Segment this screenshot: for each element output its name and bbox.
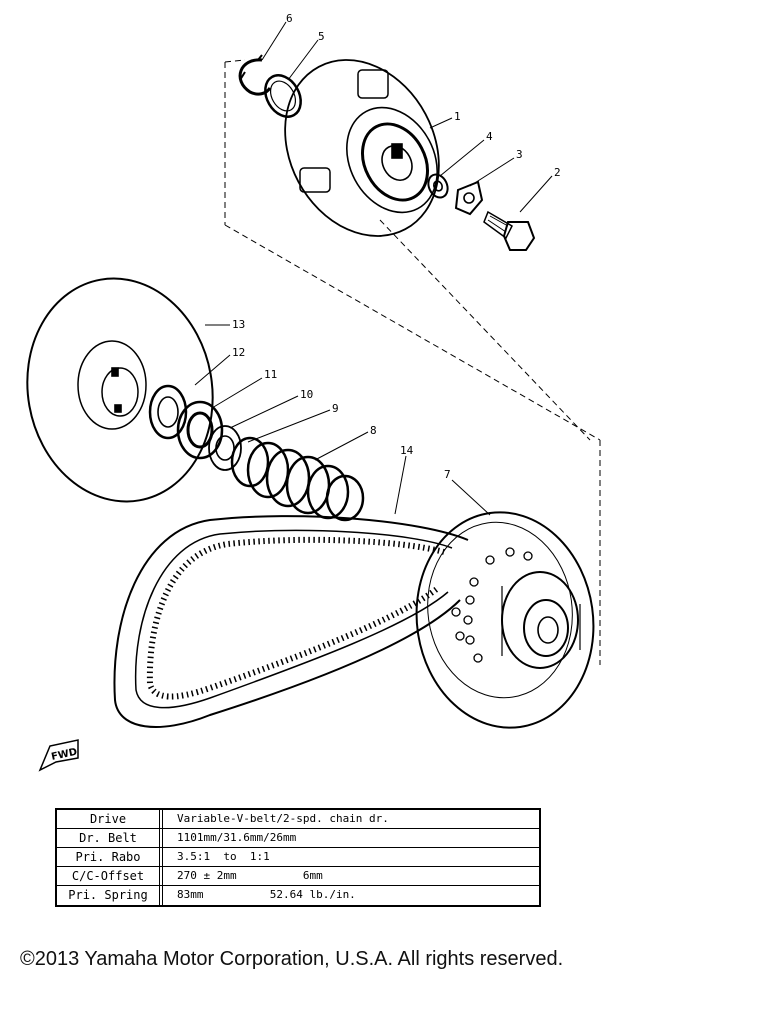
specification-table: Drive Variable-V-belt/2-spd. chain dr. D… <box>55 808 541 907</box>
callout-14: 14 <box>400 444 414 457</box>
callout-8: 8 <box>370 424 377 437</box>
callout-4: 4 <box>486 130 493 143</box>
part-1-weight-housing <box>284 59 440 237</box>
part-13-sliding-sheave <box>26 277 214 503</box>
callout-1: 1 <box>454 110 461 123</box>
callout-labels: 6 5 1 4 3 2 13 12 11 10 9 8 14 7 FWD <box>50 12 560 763</box>
table-row: C/C-Offset 270 ± 2mm 6mm <box>57 867 539 886</box>
spec-label: Pri. Rabo <box>57 848 163 866</box>
callout-5: 5 <box>318 30 325 43</box>
copyright-notice: ©2013 Yamaha Motor Corporation, U.S.A. A… <box>20 948 564 970</box>
spec-label: Dr. Belt <box>57 829 163 847</box>
spec-value: 3.5:1 to 1:1 <box>177 850 270 863</box>
callout-13: 13 <box>232 318 245 331</box>
part-2-bolt <box>483 210 536 251</box>
spec-value: 1101mm/31.6mm/26mm <box>177 831 297 844</box>
exploded-parts-diagram: 6 5 1 4 3 2 13 12 11 10 9 8 14 7 FWD <box>26 12 601 772</box>
forward-arrow-icon <box>38 739 79 772</box>
table-row: Pri. Spring 83mm 52.64 lb./in. <box>57 886 539 905</box>
part-5-snap-ring <box>264 74 302 118</box>
forward-label: FWD <box>50 747 78 763</box>
callout-3: 3 <box>516 148 523 161</box>
part-12-bushing <box>148 384 188 440</box>
part-7-secondary-sheave <box>415 511 595 729</box>
spec-label: C/C-Offset <box>57 867 163 885</box>
part-4-washer <box>427 173 449 199</box>
assembly-guide-lines <box>224 59 601 665</box>
table-row: Pri. Rabo 3.5:1 to 1:1 <box>57 848 539 867</box>
part-14-v-belt <box>113 515 469 728</box>
spec-value: Variable-V-belt/2-spd. chain dr. <box>177 812 389 825</box>
spec-label: Pri. Spring <box>57 886 163 905</box>
part-8-primary-spring <box>230 436 365 522</box>
callout-10: 10 <box>300 388 313 401</box>
table-row: Drive Variable-V-belt/2-spd. chain dr. <box>57 810 539 829</box>
part-3-lock-plate <box>454 180 484 216</box>
callout-11: 11 <box>264 368 277 381</box>
table-row: Dr. Belt 1101mm/31.6mm/26mm <box>57 829 539 848</box>
part-11-spring-seat <box>176 400 224 460</box>
callout-12: 12 <box>232 346 245 359</box>
spec-label: Drive <box>57 810 163 828</box>
callout-9: 9 <box>332 402 339 415</box>
callout-6: 6 <box>286 12 293 25</box>
leader-lines <box>194 21 553 516</box>
callout-2: 2 <box>554 166 561 179</box>
callout-7: 7 <box>444 468 451 481</box>
spec-value: 270 ± 2mm 6mm <box>177 869 323 882</box>
spec-value: 83mm 52.64 lb./in. <box>177 888 356 901</box>
